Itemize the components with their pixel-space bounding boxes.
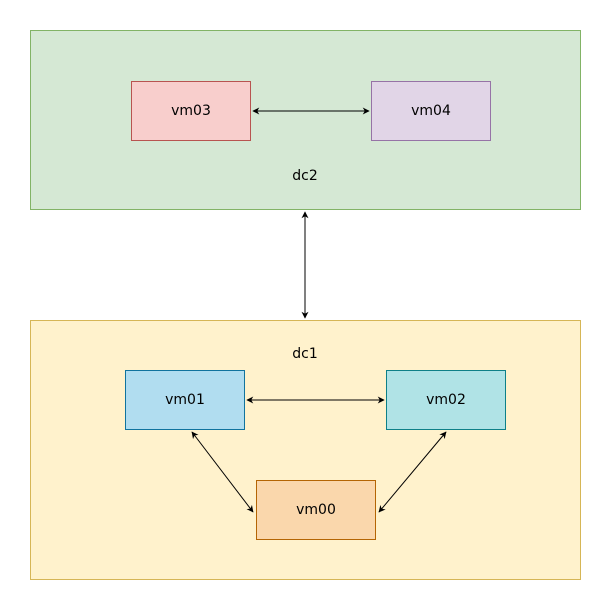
vm01-label: vm01	[165, 392, 205, 408]
dc1-label: dc1	[292, 346, 318, 362]
vm03-label: vm03	[171, 103, 211, 119]
vm00-node[interactable]: vm00	[256, 480, 376, 540]
dc2-label: dc2	[292, 168, 318, 184]
vm00-label: vm00	[296, 502, 336, 518]
vm02-node[interactable]: vm02	[386, 370, 506, 430]
vm03-node[interactable]: vm03	[131, 81, 251, 141]
vm01-node[interactable]: vm01	[125, 370, 245, 430]
vm02-label: vm02	[426, 392, 466, 408]
vm04-node[interactable]: vm04	[371, 81, 491, 141]
vm04-label: vm04	[411, 103, 451, 119]
